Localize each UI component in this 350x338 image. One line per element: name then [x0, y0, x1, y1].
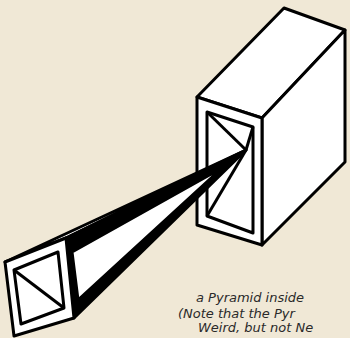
caption-note: (Note that the Pyr [178, 306, 295, 322]
box-side-face [262, 30, 345, 245]
pyramid-base-diagonal [14, 270, 64, 308]
inner-edge [246, 127, 253, 150]
caption-note: a Pyramid inside [196, 290, 304, 306]
pyramid-base [5, 238, 74, 336]
caption-note: Weird, but not Ne [198, 320, 313, 336]
inner-edge [207, 112, 246, 150]
pyramid-base-inner [14, 252, 64, 324]
pyramid-side-face [72, 168, 222, 300]
